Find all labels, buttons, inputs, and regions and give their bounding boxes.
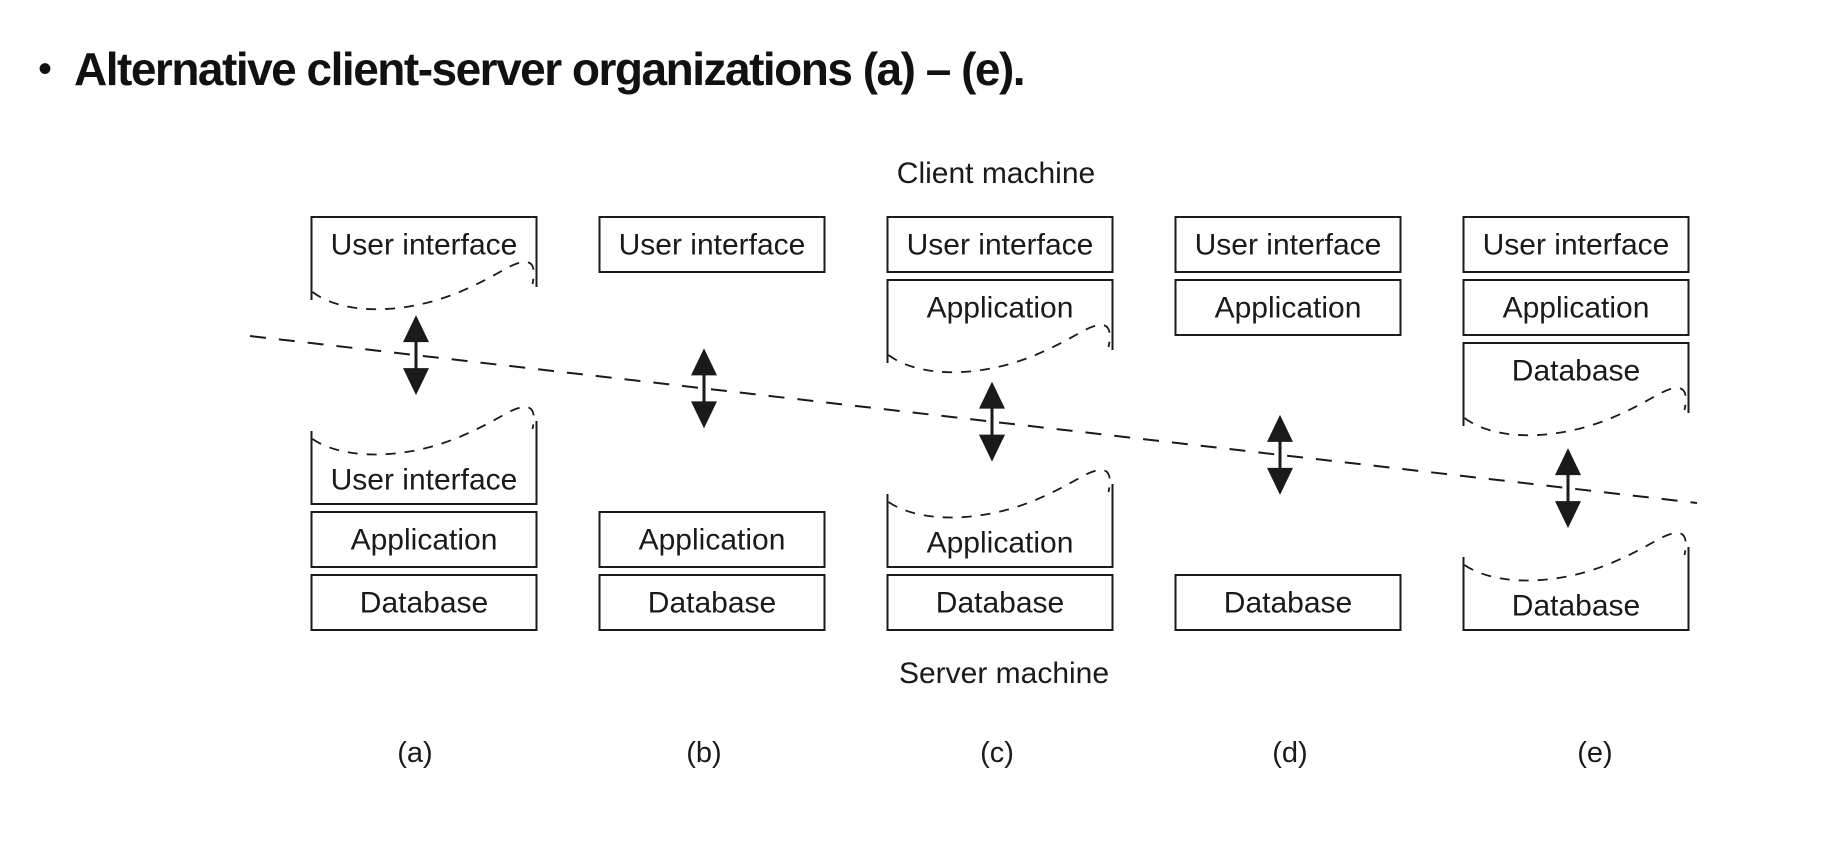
torn-box-outline — [1462, 342, 1690, 426]
box — [1462, 216, 1690, 273]
arrow-head-down — [1267, 467, 1293, 495]
box-label: Application — [351, 524, 498, 557]
torn-edge — [1463, 387, 1687, 437]
arrow-head-up — [691, 348, 717, 376]
arrow-head-down — [979, 434, 1005, 462]
torn-edge — [887, 324, 1111, 374]
box-label: Database — [936, 587, 1064, 620]
box-label: Database — [1512, 590, 1640, 623]
box — [310, 511, 538, 568]
box — [598, 574, 826, 631]
box-label: Application — [927, 292, 1074, 325]
box-label: User interface — [331, 464, 518, 497]
box-label: Application — [639, 524, 786, 557]
torn-box-outline — [310, 421, 538, 505]
torn-box-outline — [1462, 547, 1690, 631]
arrow-head-down — [403, 368, 429, 396]
arrow-head-up — [979, 381, 1005, 409]
box — [310, 574, 538, 631]
box-label: User interface — [1483, 229, 1670, 262]
torn-box-outline — [310, 216, 538, 300]
box-label: User interface — [1195, 229, 1382, 262]
slide-title: • Alternative client-server organization… — [38, 38, 1026, 100]
torn-edge — [311, 406, 535, 456]
box — [886, 574, 1114, 631]
box-label: User interface — [619, 229, 806, 262]
box — [1174, 216, 1402, 273]
arrow-head-up — [403, 315, 429, 343]
slide-title-text: Alternative client-server organizations … — [74, 43, 1026, 95]
torn-box-outline — [886, 279, 1114, 363]
box-label: Database — [360, 587, 488, 620]
box — [598, 216, 826, 273]
client-machine-label: Client machine — [896, 157, 1096, 190]
box-label: User interface — [907, 229, 1094, 262]
box — [1462, 279, 1690, 336]
column-letter-c: (c) — [980, 737, 1014, 769]
arrow-head-down — [691, 401, 717, 429]
box-label: Database — [1512, 355, 1640, 388]
server-machine-label: Server machine — [898, 657, 1110, 690]
box-label: Application — [1215, 292, 1362, 325]
torn-edge — [887, 469, 1111, 519]
column-letter-e: (e) — [1577, 737, 1613, 769]
box — [598, 511, 826, 568]
torn-box-outline — [886, 484, 1114, 568]
box-label: User interface — [331, 229, 518, 262]
client-server-separation-line — [249, 335, 1698, 504]
column-letter-d: (d) — [1272, 737, 1308, 769]
box — [1174, 279, 1402, 336]
column-letter-a: (a) — [397, 737, 433, 769]
box — [1174, 574, 1402, 631]
torn-edge — [311, 261, 535, 311]
arrow-head-up — [1267, 414, 1293, 442]
box — [886, 216, 1114, 273]
column-letter-b: (b) — [686, 737, 722, 769]
arrow-head-up — [1555, 448, 1581, 476]
bullet-icon: • — [38, 47, 53, 91]
arrow-head-down — [1555, 501, 1581, 529]
box-label: Database — [648, 587, 776, 620]
torn-edge — [1463, 532, 1687, 582]
box-label: Application — [927, 527, 1074, 560]
box-label: Application — [1503, 292, 1650, 325]
box-label: Database — [1224, 587, 1352, 620]
